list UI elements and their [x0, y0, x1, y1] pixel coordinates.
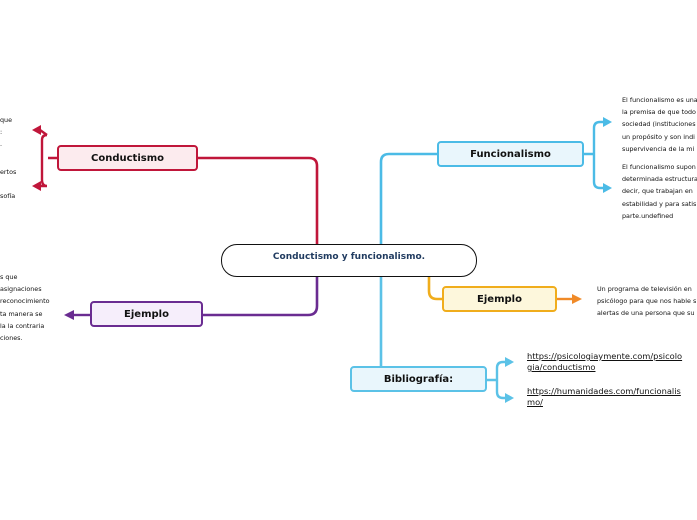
- ejemplo-left-text: s que asignaciones reconocimiento ta man…: [0, 273, 50, 343]
- arrow-funcionalismo-top: [603, 117, 612, 127]
- ejemplo-left-label: Ejemplo: [124, 308, 169, 320]
- conductismo-node[interactable]: Conductismo: [57, 145, 198, 171]
- funcionalismo-text-1: El funcionalismo es una la premisa de qu…: [622, 96, 697, 153]
- funcionalismo-text-2: El funcionalismo supon determinada estru…: [622, 163, 697, 220]
- arrow-bibliografia-top: [505, 357, 514, 367]
- arrow-ejemplo-left: [64, 310, 74, 320]
- arrow-conductismo-bottom: [32, 181, 41, 191]
- central-topic-label: Conductismo y funcionalismo.: [272, 251, 426, 262]
- wire-bibliografia-fork: [486, 360, 506, 400]
- wire-center-funcionalismo: [379, 152, 437, 245]
- arrow-funcionalismo-bottom: [603, 183, 612, 193]
- wire-center-ejemplo-left: [202, 276, 319, 317]
- wire-center-conductismo: [197, 156, 319, 245]
- arrow-bibliografia-bottom: [505, 393, 514, 403]
- conductismo-label: Conductismo: [91, 152, 164, 164]
- bibliografia-label: Bibliografía:: [383, 373, 454, 385]
- wire-center-ejemplo-right: [427, 276, 442, 301]
- conductismo-text-2: ertos sofía: [0, 168, 16, 201]
- ejemplo-right-label: Ejemplo: [477, 293, 522, 305]
- wire-funcionalismo-fork: [583, 120, 604, 190]
- funcionalismo-node[interactable]: Funcionalismo: [437, 141, 584, 167]
- arrow-ejemplo-right: [572, 294, 582, 304]
- wire-conductismo-fork: [39, 129, 57, 188]
- bibliografia-link-2[interactable]: https://humanidades.com/funcionalis mo/: [527, 386, 681, 407]
- conductismo-text-1: que : .: [0, 116, 13, 149]
- arrow-conductismo-top: [32, 125, 41, 135]
- ejemplo-left-node[interactable]: Ejemplo: [90, 301, 203, 327]
- bibliografia-node[interactable]: Bibliografía:: [350, 366, 487, 392]
- funcionalismo-label: Funcionalismo: [470, 148, 551, 160]
- ejemplo-right-node[interactable]: Ejemplo: [442, 286, 557, 312]
- central-topic[interactable]: Conductismo y funcionalismo.: [221, 244, 477, 277]
- bibliografia-link-1[interactable]: https://psicologiaymente.com/psicolo gia…: [527, 351, 683, 372]
- ejemplo-right-text: Un programa de televisión en psicólogo p…: [597, 285, 697, 318]
